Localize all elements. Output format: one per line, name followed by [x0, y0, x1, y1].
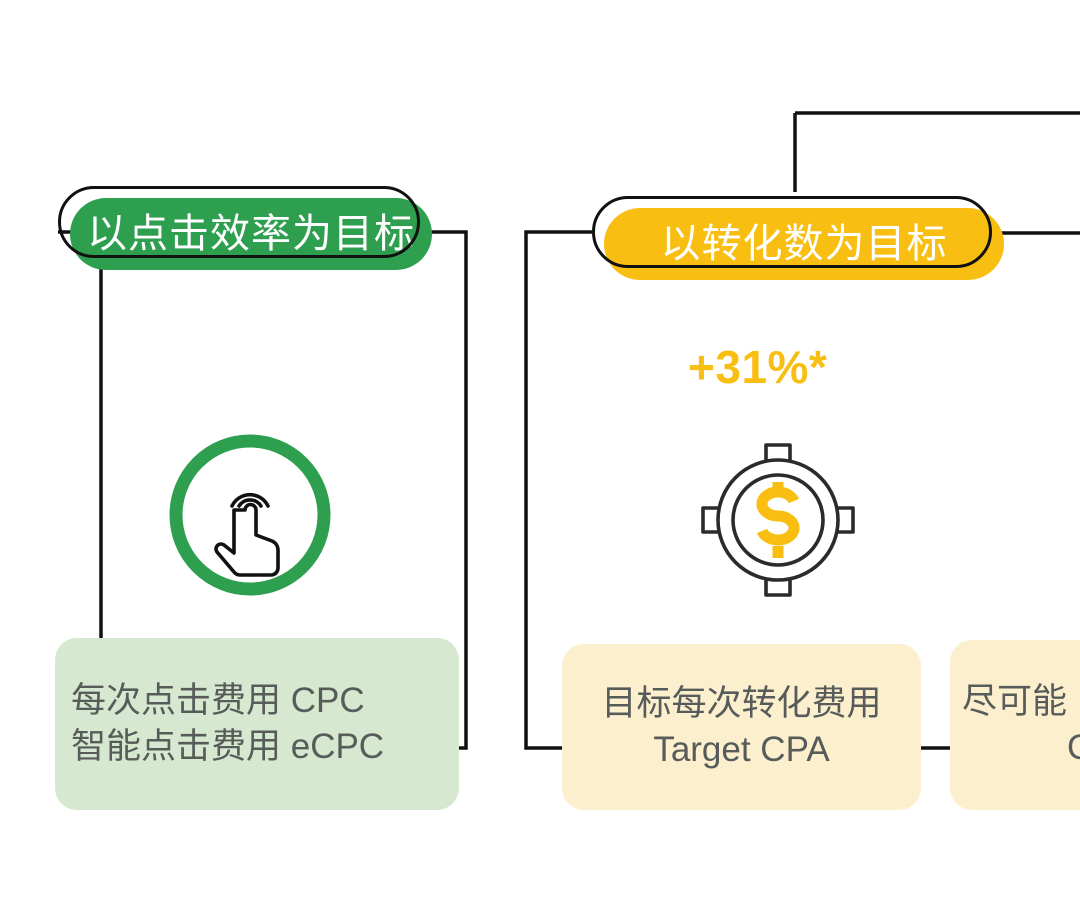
pill-outline-yellow	[592, 196, 992, 268]
term-card-line: 尽可能	[962, 681, 1068, 721]
pill-outline-green	[58, 186, 420, 258]
term-card-line: C	[1067, 728, 1080, 767]
term-card-conversions-secondary: 尽可能 C	[950, 640, 1080, 810]
term-card-conversions: 目标每次转化费用 Target CPA	[562, 644, 921, 810]
target-dollar-icon	[690, 432, 866, 608]
term-card-line: 每次点击费用 CPC	[71, 680, 365, 720]
branch-header-click-efficiency[interactable]: 以点击效率为目标	[58, 186, 432, 270]
tap-click-icon	[163, 428, 337, 602]
term-card-line: Target CPA	[653, 730, 830, 769]
term-card-line: 智能点击费用 eCPC	[71, 727, 385, 766]
stat-badge: +31%*	[688, 341, 828, 393]
term-card-line: 目标每次转化费用	[601, 683, 882, 723]
branch-header-conversions[interactable]: 以转化数为目标	[592, 196, 1004, 280]
term-card-click-efficiency: 每次点击费用 CPC 智能点击费用 eCPC	[55, 638, 459, 810]
